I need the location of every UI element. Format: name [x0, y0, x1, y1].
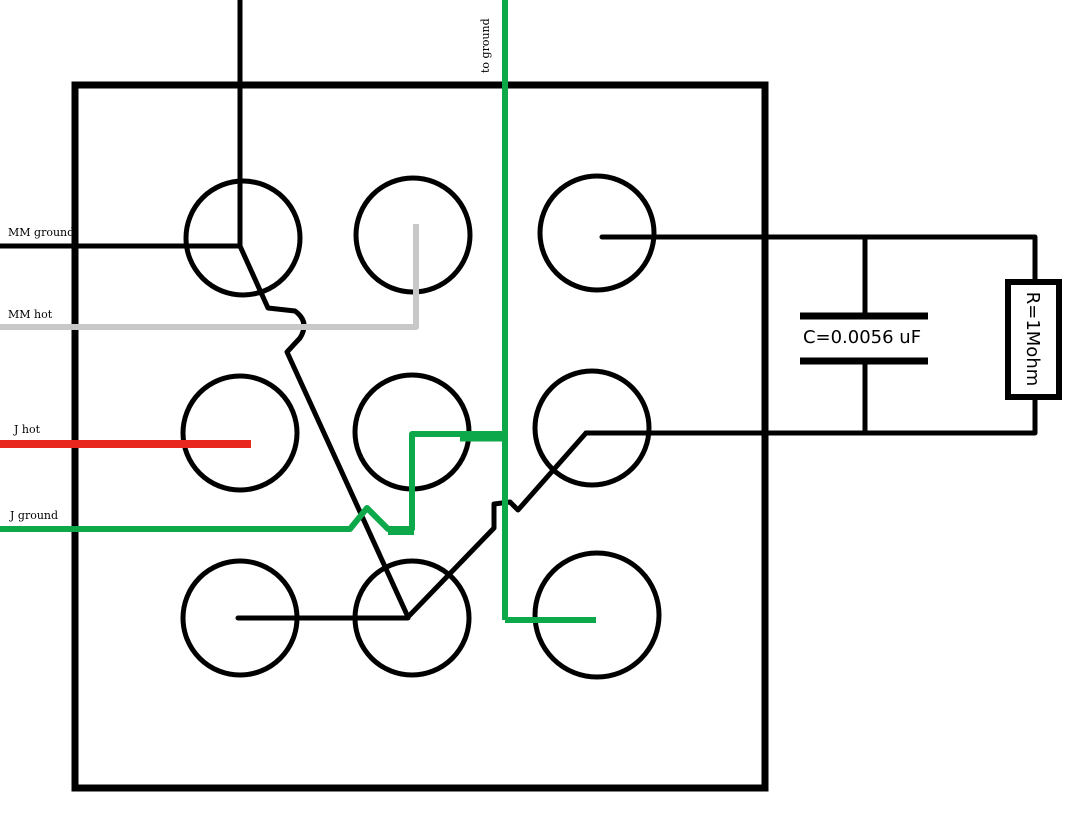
j-hot-label: J hot	[13, 423, 41, 436]
cross-wire-lower	[405, 430, 589, 620]
capacitor-symbol	[800, 312, 928, 365]
cross-wire-upper	[237, 243, 411, 620]
resistor-symbol	[1005, 279, 1062, 400]
mm-ground-label: MM ground	[8, 226, 74, 239]
ground-wires	[0, 0, 596, 623]
tone-upper-wire	[599, 234, 1038, 285]
switch-body	[71, 81, 769, 792]
to-ground-label: to ground	[479, 18, 492, 73]
resistor-label: R=1Mohm	[1022, 292, 1043, 387]
j-ground-label: J ground	[9, 509, 58, 522]
tone-lower-wire	[583, 393, 1038, 436]
lug-3	[537, 173, 657, 293]
lug-4	[180, 373, 300, 493]
lug-9	[532, 550, 662, 680]
lug-6	[532, 368, 652, 488]
lug-1	[183, 178, 303, 298]
mm-hot-wire	[0, 224, 419, 330]
capacitor-label: C=0.0056 uF	[803, 327, 921, 348]
black-wires	[0, 0, 1038, 621]
mm-hot-label: MM hot	[8, 308, 53, 321]
